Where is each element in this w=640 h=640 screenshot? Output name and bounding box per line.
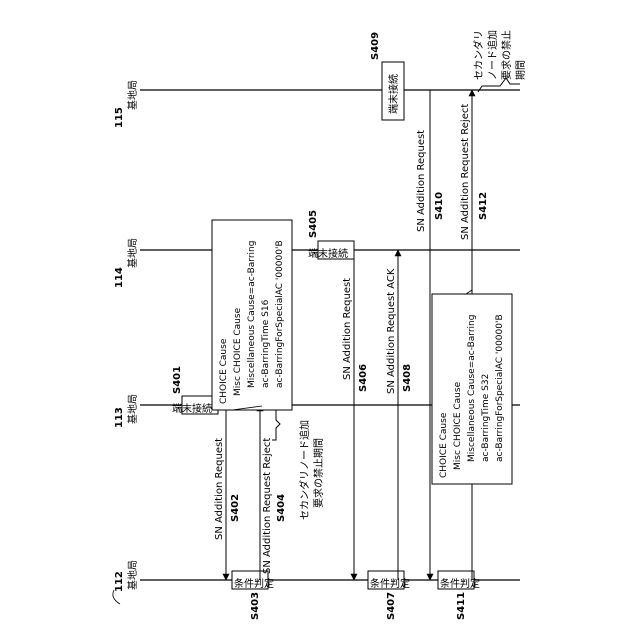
s412-id: S412 [478, 192, 489, 220]
s410-text: SN Addition Request [416, 130, 427, 232]
step-s409: 端末接続 S409 [370, 32, 404, 120]
p1-brace [272, 408, 280, 440]
node-114-id: 114 [114, 267, 125, 288]
message-s404: SN Addition Request Reject S404 [260, 405, 287, 580]
step-s403: 条件判定 S403 [232, 571, 274, 620]
info-box-2-line2: Misc CHOICE Cause [453, 381, 463, 470]
s403-id: S403 [250, 592, 261, 620]
info-box-2: CHOICE Cause Misc CHOICE Cause Miscellan… [432, 290, 512, 484]
p2-line2: ノード追加 [486, 30, 499, 80]
s406-id: S406 [358, 364, 369, 392]
info-box-2-line3: Miscellaneous Cause=ac-Barring [467, 315, 477, 462]
node-114-label: 基地局 [126, 238, 139, 268]
info-box-2-line5: ac-BarringForSpecialAC '00000'B [495, 314, 505, 462]
info-box-1-line5: ac-BarringForSpecialAC '00000'B [275, 240, 285, 388]
s402-id: S402 [230, 494, 241, 522]
node-113-id: 113 [114, 407, 125, 428]
s409-box-text: 端末接続 [387, 74, 400, 114]
message-s406: SN Addition Request S406 [342, 250, 369, 580]
s402-text: SN Addition Request [214, 438, 225, 540]
p2-line3: 要求の禁止 [501, 30, 513, 80]
s404-text: SN Addition Request Reject [262, 438, 273, 574]
s404-id: S404 [276, 494, 287, 522]
s406-text: SN Addition Request [342, 278, 353, 380]
step-s411: 条件判定 S411 [438, 571, 480, 620]
node-112-label: 基地局 [126, 560, 139, 590]
node-115-id: 115 [114, 107, 125, 128]
node-113-label: 基地局 [126, 394, 139, 424]
lifeline-114: 114 基地局 [114, 238, 520, 288]
info-box-2-line1: CHOICE Cause [439, 412, 449, 478]
info-box-1-line1: CHOICE Cause [219, 338, 229, 404]
p1-line2: 要求の禁止期間 [313, 438, 325, 508]
message-s408: SN Addition Request ACK S408 [386, 250, 413, 580]
node-112-id: 112 [114, 571, 125, 592]
p2-line1: セカンダリ [472, 30, 485, 80]
period-p2: セカンダリ ノード追加 要求の禁止 期間 [472, 30, 527, 92]
s412-text: SN Addition Request Reject [460, 104, 471, 240]
s408-text: SN Addition Request ACK [386, 268, 397, 394]
message-s402: SN Addition Request S402 [214, 405, 241, 580]
s403-box-text: 条件判定 [234, 577, 274, 590]
s401-box-text: 端末接続 [172, 402, 212, 415]
step-s405: 端末接続 S405 [308, 210, 354, 260]
s410-id: S410 [434, 192, 445, 220]
info-box-2-leader [466, 290, 472, 294]
step-s401: 端末接続 S401 [172, 366, 218, 415]
info-box-1-line4: ac-BarringTime S16 [261, 299, 271, 388]
info-box-1: CHOICE Cause Misc CHOICE Cause Miscellan… [212, 220, 292, 410]
s409-id: S409 [370, 32, 381, 60]
info-box-2-line4: ac-BarringTime S32 [481, 374, 491, 462]
s407-box-text: 条件判定 [370, 577, 410, 590]
s405-id: S405 [308, 210, 319, 238]
info-box-1-line2: Misc CHOICE Cause [233, 307, 243, 396]
node-115-label: 基地局 [126, 80, 139, 110]
info-box-1-line3: Miscellaneous Cause=ac-Barring [247, 241, 257, 388]
s408-id: S408 [402, 364, 413, 392]
s411-id: S411 [456, 592, 467, 620]
s401-id: S401 [172, 366, 183, 394]
s407-id: S407 [386, 592, 397, 620]
s405-box-text: 端末接続 [308, 247, 348, 260]
p2-line4: 期間 [515, 60, 527, 80]
p1-line1: セカンダリノード追加 [298, 420, 311, 520]
s411-box-text: 条件判定 [440, 577, 480, 590]
step-s407: 条件判定 S407 [368, 571, 410, 620]
